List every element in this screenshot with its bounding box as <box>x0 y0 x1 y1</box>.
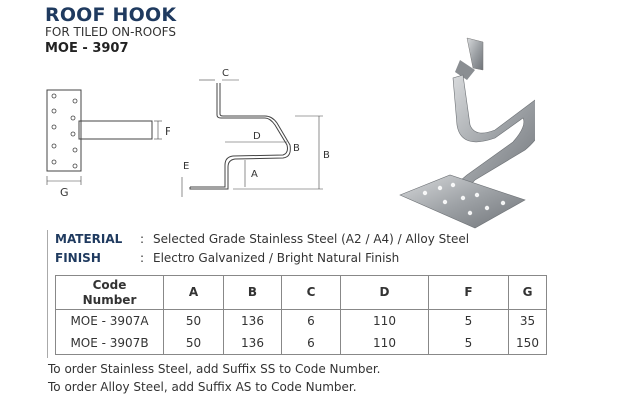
col-header-g: G <box>508 275 547 310</box>
material-sep: : <box>140 232 145 246</box>
cell-a: 50 <box>163 309 224 332</box>
cell-c: 6 <box>281 309 341 332</box>
finish-sep: : <box>140 251 145 265</box>
cell-c: 6 <box>281 332 341 355</box>
dim-label-b-inner: B <box>293 143 300 154</box>
col-header-c: C <box>281 275 341 310</box>
table-row: MOE - 3907A 50 136 6 110 5 35 <box>55 309 547 332</box>
cell-g: 35 <box>508 309 547 332</box>
product-title: ROOF HOOK <box>45 4 177 26</box>
order-note-stainless: To order Stainless Steel, add Suffix SS … <box>48 362 381 376</box>
divider-line <box>47 230 48 358</box>
dim-label-c: C <box>222 68 229 79</box>
col-header-a: A <box>163 275 224 310</box>
cell-code: MOE - 3907A <box>55 309 164 332</box>
product-subtitle: FOR TILED ON-ROOFS <box>45 25 176 39</box>
cell-f: 5 <box>428 309 509 332</box>
material-label: MATERIAL <box>55 232 123 246</box>
cell-g: 150 <box>508 332 547 355</box>
cell-b: 136 <box>223 309 282 332</box>
cell-d: 110 <box>340 332 429 355</box>
col-header-b: B <box>223 275 282 310</box>
cell-a: 50 <box>163 332 224 355</box>
col-header-d: D <box>340 275 429 310</box>
cell-f: 5 <box>428 332 509 355</box>
dim-label-e: E <box>183 161 189 172</box>
side-view-diagram: C D B B E A <box>181 68 330 197</box>
dim-label-b: B <box>323 150 330 161</box>
dim-label-f: F <box>165 125 170 138</box>
top-view-diagram: F G <box>46 89 170 199</box>
finish-value: Electro Galvanized / Bright Natural Fini… <box>153 251 400 265</box>
table-row: MOE - 3907B 50 136 6 110 5 150 <box>55 332 547 355</box>
cell-code: MOE - 3907B <box>55 332 164 355</box>
col-header-f: F <box>428 275 509 310</box>
dim-label-a: A <box>251 169 258 180</box>
dim-label-g: G <box>60 186 69 199</box>
order-note-alloy: To order Alloy Steel, add Suffix AS to C… <box>48 380 357 394</box>
roof-hook-photo <box>399 37 535 229</box>
material-value: Selected Grade Stainless Steel (A2 / A4)… <box>153 232 470 246</box>
dim-label-d: D <box>253 131 261 142</box>
finish-label: FINISH <box>55 251 101 265</box>
product-code: MOE - 3907 <box>45 41 129 56</box>
cell-b: 136 <box>223 332 282 355</box>
cell-d: 110 <box>340 309 429 332</box>
